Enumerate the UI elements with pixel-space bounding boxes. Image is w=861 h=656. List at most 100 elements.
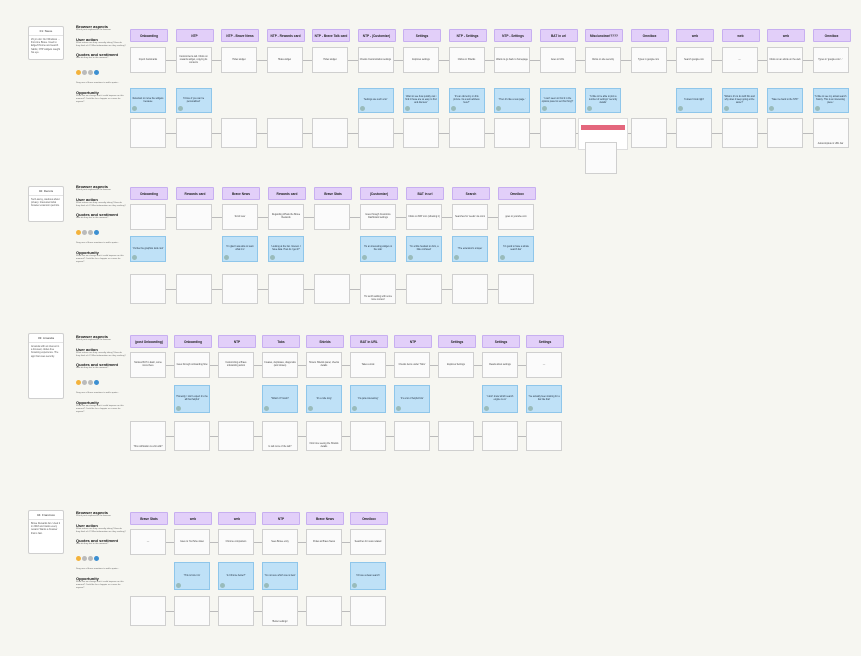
- opportunity-sticky[interactable]: [176, 274, 212, 304]
- quote-sticky[interactable]: 'It's like the graphics look cool': [130, 236, 166, 262]
- user-action-sticky[interactable]: Checks Customization settings: [357, 47, 394, 73]
- opportunity-sticky[interactable]: [721, 118, 758, 148]
- user-action-sticky[interactable]: Checks items under 'Tabs': [394, 352, 430, 378]
- quote-sticky[interactable]: 'Is Chrome better?': [218, 562, 254, 590]
- user-action-sticky[interactable]: [314, 204, 350, 230]
- opportunity-sticky[interactable]: Is tab more of the tab?: [262, 421, 298, 451]
- opportunity-sticky[interactable]: [357, 118, 394, 148]
- opportunity-sticky[interactable]: [266, 118, 303, 148]
- stage-header[interactable]: Brave News: [222, 187, 260, 200]
- stage-header[interactable]: Settings: [526, 335, 564, 348]
- neutral-icon[interactable]: [88, 556, 93, 561]
- neutral-icon[interactable]: [82, 230, 87, 235]
- emotion-icons[interactable]: [76, 222, 126, 240]
- user-action-sticky[interactable]: Types in google.com: [630, 47, 667, 73]
- stage-header[interactable]: NTP - Rewards card: [266, 29, 305, 42]
- quote-sticky[interactable]: 'I'm glad I was able to learn what it is…: [222, 236, 258, 262]
- stage-header[interactable]: NTP: [175, 29, 214, 42]
- neutral-icon[interactable]: [82, 70, 87, 75]
- stage-header[interactable]: web: [174, 512, 212, 525]
- quote-sticky[interactable]: 'I'd love if you can be personalized': [175, 88, 212, 113]
- quote-sticky[interactable]: 'It doesn't look right': [676, 88, 712, 113]
- user-action-sticky[interactable]: —: [130, 529, 166, 555]
- opportunity-sticky[interactable]: [767, 118, 803, 148]
- quote-sticky[interactable]: 'I don't know which search engine is on': [482, 385, 518, 413]
- user-action-sticky[interactable]: Creates, duplicates, drags tabs (and clo…: [262, 352, 298, 378]
- stage-header[interactable]: Search: [452, 187, 490, 200]
- quote-sticky[interactable]: 'Honestly, I don't expect it to be all t…: [174, 385, 210, 413]
- opportunity-sticky[interactable]: This notification is a bit odd?: [130, 421, 166, 451]
- user-action-sticky[interactable]: Sees Brave entry: [262, 529, 298, 555]
- stage-header[interactable]: Settings: [438, 335, 476, 348]
- stage-header[interactable]: BAT in URL: [350, 335, 388, 348]
- user-action-sticky[interactable]: Wants to go back to homepage: [494, 47, 530, 73]
- user-action-sticky[interactable]: Pokes at Brave News: [306, 529, 342, 555]
- quote-sticky[interactable]: 'I'd love a clean search': [350, 562, 386, 590]
- sad-drop-icon[interactable]: [94, 380, 99, 385]
- quote-sticky[interactable]: 'I'm not sure which one is best': [262, 562, 298, 590]
- user-action-sticky[interactable]: Hides widget: [312, 47, 348, 73]
- opportunity-sticky[interactable]: [218, 596, 254, 626]
- opportunity-sticky[interactable]: [676, 118, 712, 148]
- opportunity-sticky[interactable]: [406, 274, 442, 304]
- quote-sticky[interactable]: 'It's an interesting widget on the side': [360, 236, 396, 262]
- user-action-sticky[interactable]: Searches for news related: [350, 529, 386, 555]
- opportunity-sticky[interactable]: [130, 274, 166, 304]
- stage-header[interactable]: Brave Stats: [314, 187, 352, 200]
- user-action-sticky[interactable]: Scroll over: [222, 204, 258, 230]
- happy-icon[interactable]: [76, 230, 81, 235]
- user-action-sticky[interactable]: Search google.com: [676, 47, 712, 73]
- opportunity-sticky[interactable]: First time seeing the Shields details: [306, 421, 342, 451]
- stage-header[interactable]: NTP: [262, 512, 300, 525]
- sad-drop-icon[interactable]: [94, 230, 99, 235]
- user-action-sticky[interactable]: Notices BAT in dash, some icons there: [130, 352, 166, 378]
- user-action-sticky[interactable]: Hides widget: [221, 47, 257, 73]
- happy-icon[interactable]: [76, 70, 81, 75]
- stage-header[interactable]: Rewards card: [176, 187, 214, 200]
- quote-sticky[interactable]: 'It's a mile long': [306, 385, 342, 413]
- stage-header[interactable]: Brave Stats: [130, 512, 168, 525]
- quote-sticky[interactable]: 'Want to see how quickly can i find it t…: [403, 88, 439, 113]
- sad-drop-icon[interactable]: [94, 70, 99, 75]
- user-action-sticky[interactable]: Searches for 'seeds' via omni: [452, 204, 488, 230]
- user-action-sticky[interactable]: Customized a tab. Clicks on rewards widg…: [175, 47, 212, 73]
- stage-header[interactable]: Onboarding: [130, 187, 168, 200]
- stage-header[interactable]: Omnibox: [630, 29, 669, 42]
- user-action-sticky[interactable]: Hovers Shields panel, checks details: [306, 352, 342, 378]
- user-action-sticky[interactable]: Goes to YouTube video: [174, 529, 210, 555]
- sad-drop-icon[interactable]: [94, 556, 99, 561]
- quote-sticky[interactable]: 'The extension's unique': [452, 236, 488, 262]
- stage-header[interactable]: web: [676, 29, 714, 42]
- opportunity-sticky[interactable]: [630, 118, 667, 148]
- opportunity-sticky[interactable]: [221, 118, 257, 148]
- user-action-sticky[interactable]: —: [721, 47, 758, 73]
- user-action-sticky[interactable]: Hides widget: [266, 47, 303, 73]
- user-action-sticky[interactable]: Types in 'google.com/...': [812, 47, 849, 73]
- stage-header[interactable]: Shields: [306, 335, 344, 348]
- opportunity-sticky[interactable]: [350, 421, 386, 451]
- stage-header[interactable]: (Customize): [360, 187, 398, 200]
- stage-header[interactable]: (post Onboarding): [130, 335, 168, 348]
- quote-sticky[interactable]: 'I'm a little hesitant to click, a littl…: [406, 236, 442, 262]
- user-action-sticky[interactable]: —: [526, 352, 562, 378]
- opportunity-sticky[interactable]: [175, 118, 212, 148]
- persona-card-4[interactable]: 04: Francisco Brave Rewards fan. Used it…: [28, 510, 64, 554]
- quote-sticky[interactable]: 'What is it's to do with this and why do…: [721, 88, 758, 113]
- opportunity-sticky[interactable]: [448, 118, 485, 148]
- user-action-sticky[interactable]: [130, 204, 166, 230]
- user-action-sticky[interactable]: Explores settings: [403, 47, 439, 73]
- user-action-sticky[interactable]: Chrome comparison: [218, 529, 254, 555]
- stage-header[interactable]: NTP - Settings: [494, 29, 532, 42]
- opportunity-sticky[interactable]: 'Better settings': [262, 596, 298, 626]
- opportunity-sticky[interactable]: [526, 421, 562, 451]
- stage-header[interactable]: NTP: [218, 335, 256, 348]
- user-action-sticky[interactable]: Clicks on Shields: [448, 47, 485, 73]
- stage-header[interactable]: NTP - Brave News: [221, 29, 259, 42]
- quote-sticky[interactable]: 'It's good to have a whole search bar': [498, 236, 534, 262]
- persona-card-1[interactable]: 01: Steve 29 yrs old. Our Windows → firs…: [28, 26, 64, 60]
- happy-icon[interactable]: [76, 380, 81, 385]
- quote-sticky[interactable]: 'Looking at the bar. Interest. I have da…: [268, 236, 304, 262]
- quote-sticky[interactable]: 'Take me back to the NTP.': [767, 88, 803, 113]
- stage-header[interactable]: NTP - Brave Talk card: [312, 29, 350, 42]
- quote-sticky[interactable]: 'What's it? Gosh!': [262, 385, 298, 413]
